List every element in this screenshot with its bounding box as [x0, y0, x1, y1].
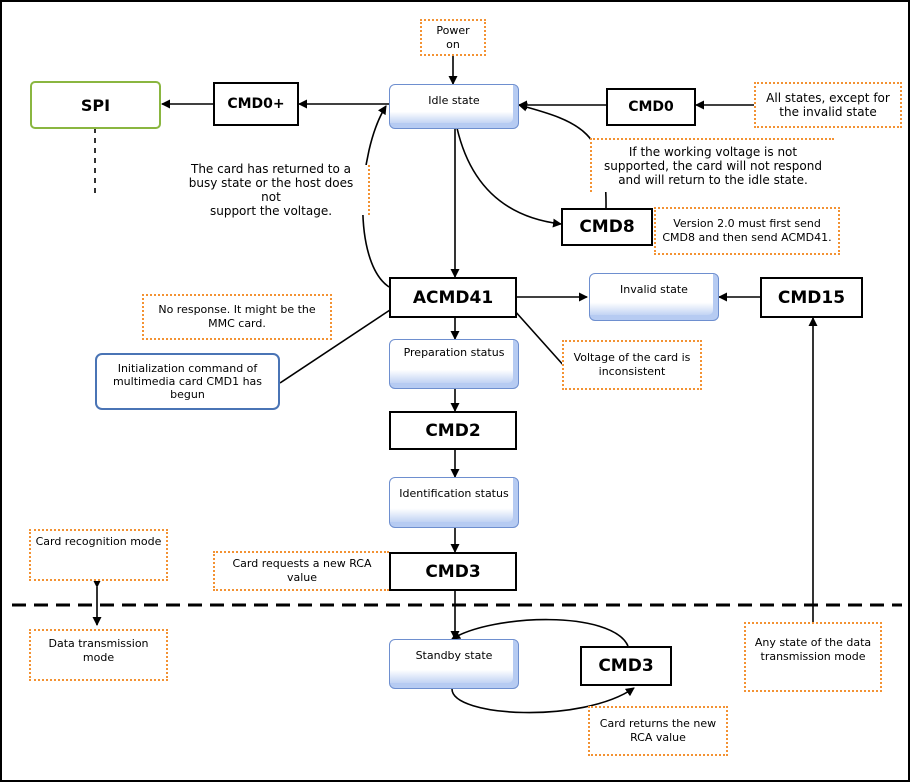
mmc-init-frame: Initialization command of multimedia car… [95, 353, 280, 410]
rca-returns-note: Card returns the new RCA value [588, 706, 728, 756]
not-supported-note: If the working voltage is not supported,… [590, 138, 834, 192]
cmd3-node: CMD3 [389, 552, 517, 591]
invalid-state-node: Invalid state [589, 273, 719, 321]
voltage-inconsistent-text: Voltage of the card is inconsistent [573, 351, 691, 378]
any-state-text: Any state of the data transmission mode [754, 636, 872, 663]
all-states-note: All states, except for the invalid state [754, 82, 902, 128]
cmd0-label: CMD0 [628, 99, 674, 115]
cmd3-standby-label: CMD3 [598, 656, 654, 676]
line-acmd41-to-voltage-note [513, 309, 566, 368]
all-states-text: All states, except for the invalid state [766, 91, 890, 119]
cmd2-label: CMD2 [425, 420, 481, 441]
not-supported-text: If the working voltage is not supported,… [604, 145, 822, 187]
power-on-node: Power on [420, 19, 486, 56]
cmd15-label: CMD15 [777, 287, 846, 308]
arrow-idle-to-cmd8 [456, 127, 562, 228]
rca-returns-text: Card returns the new RCA value [599, 717, 717, 744]
version-note: Version 2.0 must first send CMD8 and the… [654, 207, 840, 255]
spi-label: SPI [80, 95, 111, 115]
card-recognition-mode-text: Card recognition mode [35, 535, 162, 548]
idle-state-node: Idle state [389, 84, 519, 129]
arrow-cmd3b-to-standby [451, 618, 629, 647]
voltage-inconsistent-note: Voltage of the card is inconsistent [562, 340, 702, 390]
data-transmission-mode-text: Data transmission mode [48, 637, 149, 664]
cmd15-node: CMD15 [760, 277, 863, 318]
preparation-status-node: Preparation status [389, 339, 519, 389]
cmd0-plus-node: CMD0+ [213, 82, 299, 126]
spi-node: SPI [30, 81, 161, 129]
returned-busy-note: The card has returned to a busy state or… [174, 162, 370, 218]
cmd2-node: CMD2 [389, 411, 517, 450]
acmd41-node: ACMD41 [389, 277, 517, 318]
preparation-status-label: Preparation status [403, 346, 505, 359]
standby-state-node: Standby state [389, 639, 519, 689]
returned-busy-text: The card has returned to a busy state or… [188, 162, 354, 218]
rca-request-text: Card requests a new RCA value [232, 557, 372, 584]
invalid-state-label: Invalid state [620, 283, 688, 296]
power-on-label: Power on [436, 23, 470, 51]
version-text: Version 2.0 must first send CMD8 and the… [662, 217, 832, 244]
identification-status-node: Identification status [389, 477, 519, 528]
cmd3-standby-node: CMD3 [580, 646, 672, 686]
identification-status-label: Identification status [399, 487, 509, 500]
cmd8-node: CMD8 [561, 208, 653, 246]
rca-request-note: Card requests a new RCA value [213, 551, 389, 591]
cmd8-label: CMD8 [579, 217, 635, 237]
acmd41-label: ACMD41 [412, 287, 494, 308]
cmd3-label: CMD3 [425, 561, 481, 582]
mmc-init-text: Initialization command of multimedia car… [112, 362, 263, 401]
data-transmission-mode-note: Data transmission mode [29, 629, 168, 681]
no-response-note: No response. It might be the MMC card. [142, 294, 332, 340]
idle-state-label: Idle state [428, 94, 480, 107]
no-response-text: No response. It might be the MMC card. [158, 303, 316, 330]
arrow-standby-to-cmd3b [451, 687, 635, 714]
any-state-note: Any state of the data transmission mode [744, 622, 882, 692]
card-recognition-mode-note: Card recognition mode [29, 529, 168, 581]
cmd0-node: CMD0 [606, 88, 696, 126]
line-acmd41-to-mmc-frame [279, 309, 391, 384]
standby-state-label: Standby state [415, 649, 493, 662]
cmd0-plus-label: CMD0+ [227, 96, 285, 112]
